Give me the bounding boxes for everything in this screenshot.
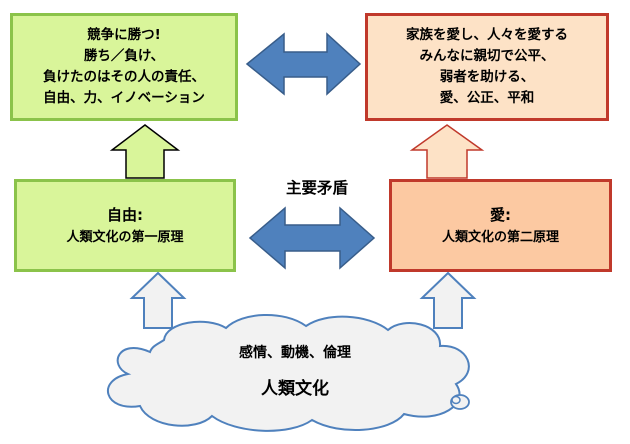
competition-box: 競争に勝つ! 勝ち／負け、 負けたのはその人の責任、 自由、力、イノベーション xyxy=(10,13,238,121)
cloud-emotions-text: 感情、動機、倫理 xyxy=(239,345,351,361)
cloud-shape xyxy=(107,314,470,432)
love-title: 愛: xyxy=(490,205,511,224)
right-up-arrow xyxy=(409,124,485,179)
cloud-left-up-arrow xyxy=(129,271,187,329)
love-subtitle: 人類文化の第二原理 xyxy=(441,229,559,245)
freedom-principle-box: 自由: 人類文化の第一原理 xyxy=(14,179,236,272)
cloud-right-up-arrow xyxy=(419,271,477,329)
freedom-title: 自由: xyxy=(107,205,143,224)
top-double-arrow xyxy=(245,32,362,96)
love-line-4: 愛、公正、平和 xyxy=(439,90,535,106)
competition-line-2: 勝ち／負け、 xyxy=(83,48,165,64)
competition-line-1: 競争に勝つ! xyxy=(87,27,161,43)
cloud-culture-text: 人類文化 xyxy=(261,379,329,399)
competition-line-3: 負けたのはその人の責任、 xyxy=(43,69,205,85)
competition-line-4: 自由、力、イノベーション xyxy=(43,90,205,106)
love-line-3: 弱者を助ける、 xyxy=(439,69,535,85)
main-contradiction-label: 主要矛盾 xyxy=(285,179,348,197)
love-line-2: みんなに親切で公平、 xyxy=(419,48,555,64)
love-principle-box: 愛: 人類文化の第二原理 xyxy=(389,179,612,272)
freedom-subtitle: 人類文化の第一原理 xyxy=(66,229,184,245)
love-line-1: 家族を愛し、人々を愛する xyxy=(406,27,568,43)
left-up-arrow xyxy=(109,124,181,179)
cloud-bubble-small xyxy=(451,395,461,405)
middle-double-arrow xyxy=(248,206,376,270)
love-values-box: 家族を愛し、人々を愛する みんなに親切で公平、 弱者を助ける、 愛、公正、平和 xyxy=(365,13,609,121)
